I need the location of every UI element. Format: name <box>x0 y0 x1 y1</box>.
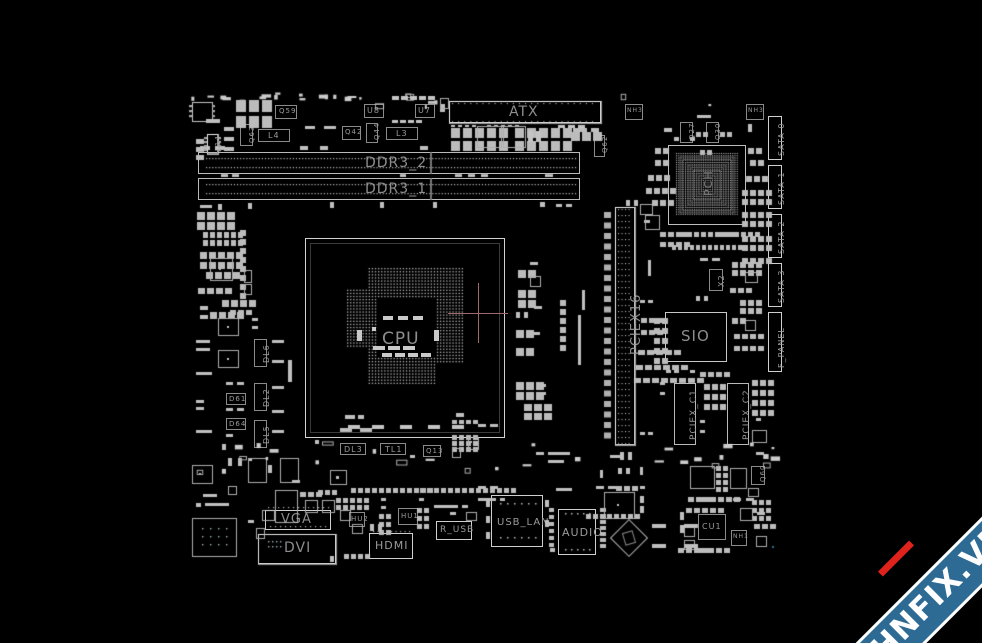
boardview-canvas[interactable]: CPU DDR3_2 DDR3_1 ATX PCIEX16 PCIEX_C1 P… <box>0 0 982 643</box>
smd-component-layer <box>0 0 982 643</box>
